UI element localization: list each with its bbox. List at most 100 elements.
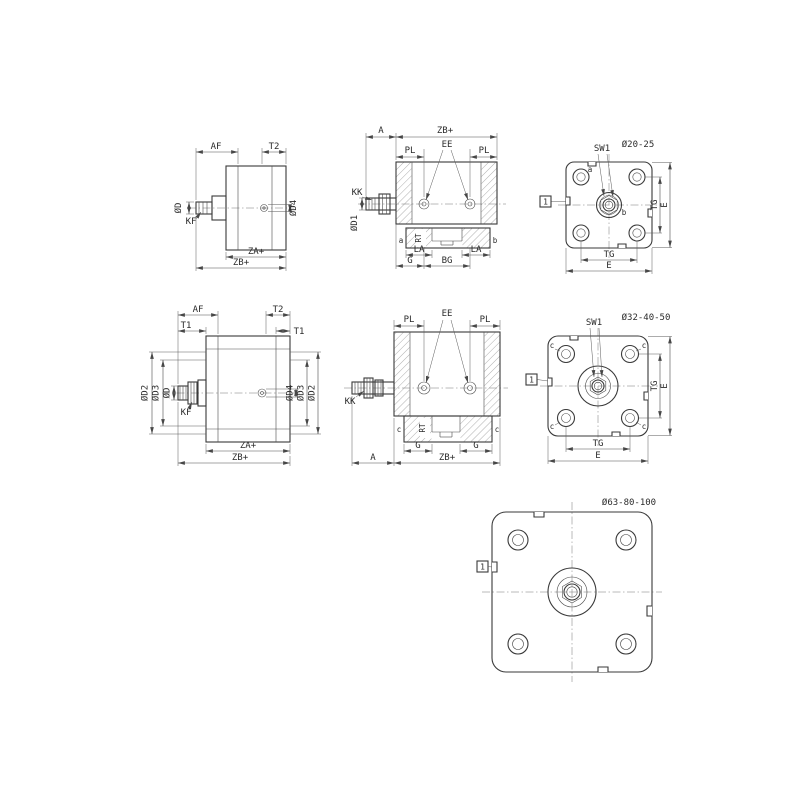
body-outline bbox=[540, 328, 658, 446]
dim-label-bg: BG bbox=[442, 256, 453, 266]
dim-label-e-right: E bbox=[660, 383, 670, 388]
corner-holes bbox=[556, 344, 640, 428]
sensor-slot-notch bbox=[646, 605, 652, 617]
sensor-slot-notch bbox=[647, 208, 652, 218]
view-section-20-25: A ZB+ PL PL EE KK ØD1 RT a b LA LA G BG bbox=[349, 126, 506, 269]
dim-label-t1-left: T1 bbox=[181, 321, 192, 331]
callout-1: 1 bbox=[476, 560, 493, 573]
dim-label-pl-left: PL bbox=[404, 315, 415, 325]
callout-1: 1 bbox=[539, 195, 552, 208]
dim-label-a: A bbox=[370, 453, 376, 463]
size-label-20-25: Ø20-25 bbox=[622, 139, 655, 150]
dimension-lines bbox=[359, 133, 498, 269]
dim-label-g-right: G bbox=[473, 441, 478, 451]
sensor-slot-notch bbox=[587, 162, 597, 167]
hex-socket bbox=[589, 376, 607, 396]
body-outline bbox=[188, 165, 294, 251]
hex-socket bbox=[600, 195, 618, 215]
dim-label-za: ZA+ bbox=[248, 247, 265, 257]
dim-label-t2: T2 bbox=[269, 142, 280, 152]
dim-label-pl-left: PL bbox=[405, 146, 416, 156]
dim-label-g-left: G bbox=[415, 441, 420, 451]
dim-label-t1-right: T1 bbox=[294, 327, 305, 337]
view-front-32-50: 1 SW1 Ø32-40-50 c c c c TG E TG E bbox=[525, 312, 672, 464]
labels: Ø63-80-100 bbox=[602, 497, 656, 508]
dim-label-od4: ØD4 bbox=[285, 385, 296, 401]
dimension-lines bbox=[186, 148, 292, 271]
dim-label-od4: ØD4 bbox=[288, 200, 299, 216]
body-outline bbox=[558, 154, 662, 258]
center-thread bbox=[595, 191, 623, 219]
dim-label-af: AF bbox=[193, 305, 204, 315]
labels: SW1 Ø32-40-50 c c c c TG E TG E bbox=[550, 312, 671, 461]
sensor-slot-notch bbox=[643, 391, 648, 401]
callout-box bbox=[539, 195, 552, 208]
ref-label-b: b bbox=[622, 208, 627, 217]
port-hole bbox=[463, 381, 477, 395]
view-side-20-25: AF T2 ØD KF ØD4 ZA+ ZB+ bbox=[173, 142, 299, 271]
corner-holes bbox=[507, 529, 637, 655]
dim-label-od1: ØD1 bbox=[349, 215, 360, 231]
dim-label-pl-right: PL bbox=[480, 315, 491, 325]
port-hole bbox=[257, 388, 267, 398]
dim-label-od3-right: ØD3 bbox=[296, 385, 307, 401]
dim-label-a: A bbox=[378, 126, 384, 136]
sensor-slot-notch bbox=[597, 666, 609, 672]
labels: AF T2 T1 T1 ØD2 ØD3 ØD KF ØD4 ØD3 ØD2 ZA… bbox=[140, 305, 318, 463]
dimension-lines bbox=[351, 319, 501, 466]
hex-socket bbox=[562, 580, 582, 604]
callout-number: 1 bbox=[529, 376, 534, 385]
dim-label-zb: ZB+ bbox=[232, 453, 249, 463]
sensor-slot-notch bbox=[548, 377, 553, 387]
dim-label-ee: EE bbox=[442, 140, 453, 150]
size-label-63-80-100: Ø63-80-100 bbox=[602, 497, 656, 508]
size-label-32-40-50: Ø32-40-50 bbox=[622, 312, 671, 323]
view-side-32-50: AF T2 T1 T1 ØD2 ØD3 ØD KF ØD4 ØD3 ØD2 ZA… bbox=[140, 305, 321, 466]
dim-label-od3-left: ØD3 bbox=[151, 385, 162, 401]
dim-label-od2-right: ØD2 bbox=[307, 385, 318, 401]
dim-label-rt: RT bbox=[418, 423, 427, 433]
rod-nut bbox=[378, 193, 391, 215]
sensor-slot-notch bbox=[492, 561, 498, 573]
labels: PL PL EE KK RT c c G G A ZB+ bbox=[345, 309, 500, 463]
dim-label-tg-bottom: TG bbox=[593, 439, 604, 449]
mounting-section bbox=[403, 415, 493, 443]
dim-label-zb: ZB+ bbox=[437, 126, 454, 136]
body-outline bbox=[344, 331, 508, 417]
center-thread bbox=[547, 567, 597, 617]
dim-label-kk: KK bbox=[352, 188, 363, 198]
center-thread bbox=[577, 365, 619, 407]
dim-label-ee: EE bbox=[442, 309, 453, 319]
dim-label-od2-left: ØD2 bbox=[140, 385, 151, 401]
callout-number: 1 bbox=[480, 563, 485, 572]
port-hole bbox=[417, 381, 431, 395]
dim-label-pl-right: PL bbox=[479, 146, 490, 156]
dim-label-sw1: SW1 bbox=[594, 144, 610, 154]
mounting-section bbox=[405, 227, 491, 249]
dim-label-od: ØD bbox=[162, 388, 173, 399]
callout-number: 1 bbox=[543, 198, 548, 207]
dim-label-e-bottom: E bbox=[606, 261, 611, 271]
sensor-slot-notch bbox=[533, 512, 545, 518]
dim-label-kf: KF bbox=[181, 408, 192, 418]
dim-label-kk: KK bbox=[345, 397, 356, 407]
dimension-lines bbox=[551, 153, 672, 274]
dimension-lines bbox=[536, 327, 672, 464]
port-hole bbox=[464, 198, 476, 210]
rod-nut bbox=[374, 379, 384, 397]
labels: SW1 Ø20-25 a b TG E TG E bbox=[588, 139, 670, 271]
dim-label-rt: RT bbox=[414, 233, 423, 243]
dim-label-sw1: SW1 bbox=[586, 318, 602, 328]
ref-label-c-tl: c bbox=[550, 341, 555, 350]
dim-label-tg-right: TG bbox=[650, 200, 660, 211]
ref-label-a: a bbox=[588, 165, 593, 174]
dim-label-e-right: E bbox=[660, 202, 670, 207]
dimension-lines bbox=[149, 311, 321, 466]
ref-label-c-right: c bbox=[495, 425, 500, 434]
dim-label-tg-right: TG bbox=[650, 381, 660, 392]
sensor-slot-notch bbox=[617, 243, 627, 248]
ref-label-b: b bbox=[493, 236, 498, 245]
rod-nut bbox=[363, 377, 374, 399]
view-front-20-25: 1 SW1 Ø20-25 a b TG E TG E bbox=[539, 139, 672, 274]
